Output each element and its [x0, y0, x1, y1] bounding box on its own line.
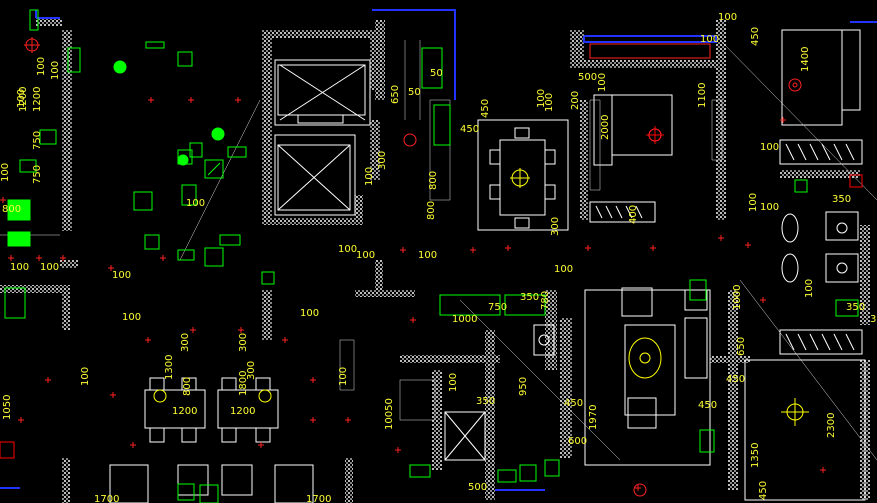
dim-label: 950: [518, 377, 529, 396]
dim-label: 450: [480, 99, 491, 118]
dim-label: 100: [50, 61, 61, 80]
dim-label: 50: [430, 68, 443, 79]
dim-label: 750: [32, 165, 43, 184]
dim-label: 100: [760, 142, 779, 153]
dim-label: 100: [748, 193, 759, 212]
dim-label: 100: [418, 250, 437, 261]
dim-label: 100: [122, 312, 141, 323]
dim-label: 1000: [452, 314, 477, 325]
dim-label: 350: [846, 302, 865, 313]
dim-label: 1800: [238, 371, 249, 396]
dim-label: 100: [338, 367, 349, 386]
dim-label: 300: [246, 361, 257, 380]
dim-label: 780: [540, 291, 551, 310]
bed: [593, 29, 866, 501]
dining-tables-left: [109, 377, 314, 503]
dim-label: 650: [736, 337, 747, 356]
dim-label: 450: [758, 481, 769, 500]
bathroom-fixtures: [444, 211, 859, 461]
dim-label: 450: [726, 374, 745, 385]
dim-label: 450: [460, 124, 479, 135]
dim-label: 300: [238, 333, 249, 352]
dim-label: 100: [112, 270, 131, 281]
dim-label: 750: [32, 131, 43, 150]
dim-label: 100: [760, 202, 779, 213]
dim-label: 1100: [697, 83, 708, 108]
dim-label: 1700: [306, 494, 331, 503]
dim-label: 750: [488, 302, 507, 313]
dim-label: 400: [628, 205, 639, 224]
dim-label: 300: [870, 314, 877, 325]
dim-label: 800: [426, 201, 437, 220]
dim-label: 1000: [732, 285, 743, 310]
dim-label: 100: [80, 367, 91, 386]
dim-label: 100: [448, 373, 459, 392]
dim-label: 100: [40, 262, 59, 273]
dim-label: 300: [377, 151, 388, 170]
dim-label: 10050: [384, 398, 395, 430]
dim-label: 650: [390, 85, 401, 104]
dim-label: 2000: [600, 115, 611, 140]
living-room-set: [584, 287, 711, 466]
dim-label: 500: [468, 482, 487, 493]
dim-label: 100: [0, 163, 11, 182]
dining-table: [477, 119, 569, 231]
dim-label: 100: [364, 167, 375, 186]
elevator-shafts: [274, 59, 371, 216]
dim-label: 1050: [2, 395, 13, 420]
dim-label: 1200: [18, 87, 29, 112]
dim-label: 100: [10, 262, 29, 273]
dim-label: 800: [2, 204, 21, 215]
dim-label: 2300: [826, 413, 837, 438]
dim-label: 350: [520, 292, 539, 303]
wardrobes: [589, 43, 863, 355]
dim-label: 350: [832, 194, 851, 205]
dim-label: 50: [408, 87, 421, 98]
dim-label: 100: [804, 279, 815, 298]
dim-label: 100: [554, 264, 573, 275]
dim-label: 1970: [588, 405, 599, 430]
windows: [0, 9, 877, 491]
dim-label: 300: [180, 333, 191, 352]
dim-label: 100: [16, 89, 27, 108]
dim-label: 1300: [164, 355, 175, 380]
dim-label: 1350: [750, 443, 761, 468]
dim-label: 100: [300, 308, 319, 319]
red-socket-markers: [0, 37, 826, 497]
dim-label: 100: [36, 57, 47, 76]
dim-label: 1200: [230, 406, 255, 417]
dimension-labels: 100 100 1200 800 1200 100 650 450 50 50 …: [0, 12, 877, 503]
dim-label: 350: [476, 396, 495, 407]
dim-label: 100: [718, 12, 737, 23]
dim-label: 600: [568, 436, 587, 447]
dim-label: 300: [550, 217, 561, 236]
dim-label: 450: [698, 400, 717, 411]
dim-label: 100: [544, 93, 555, 112]
dim-label: 100: [536, 89, 547, 108]
dim-label: 100: [338, 244, 357, 255]
dim-label: 800: [428, 171, 439, 190]
dim-label: 800: [182, 377, 193, 396]
green-symbols: [0, 9, 863, 503]
dim-label: 1400: [800, 47, 811, 72]
dim-label: 450: [750, 27, 761, 46]
dim-label: 450: [564, 398, 583, 409]
dim-label: 100: [356, 250, 375, 261]
dim-label: 100: [186, 198, 205, 209]
guide-lines: [0, 39, 877, 461]
dim-label: 500: [578, 72, 597, 83]
dim-label: 100: [700, 34, 719, 45]
dim-label: 1200: [172, 406, 197, 417]
dim-label: 1200: [32, 87, 43, 112]
dim-label: 100: [597, 73, 608, 92]
dim-label: 200: [570, 91, 581, 110]
dim-label: 1700: [94, 494, 119, 503]
